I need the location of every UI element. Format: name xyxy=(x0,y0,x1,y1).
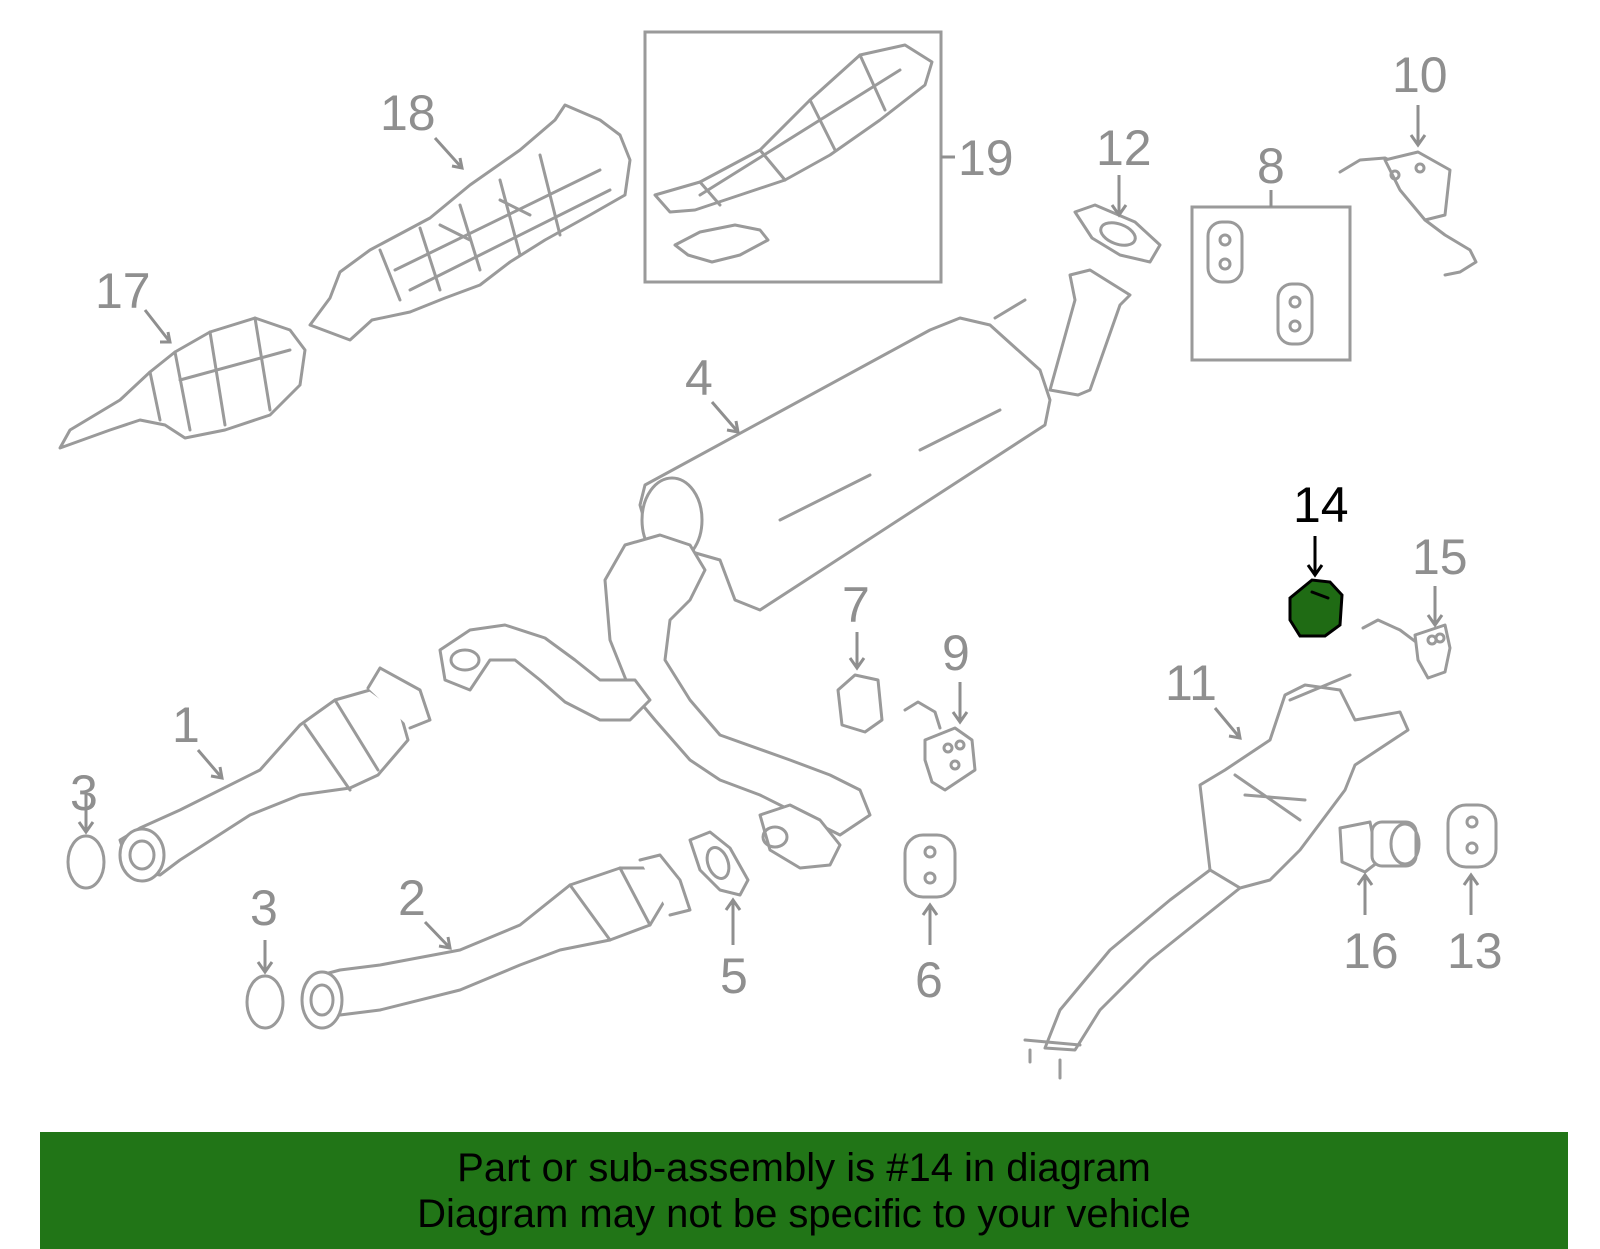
callout-17[interactable]: 17 xyxy=(95,263,151,319)
part-8-hangers[interactable] xyxy=(1206,220,1314,346)
part-15-bracket[interactable] xyxy=(1361,618,1452,680)
part-1-front-pipe[interactable] xyxy=(118,666,432,883)
callout-2[interactable]: 2 xyxy=(398,870,426,926)
part-6-hanger[interactable] xyxy=(903,833,957,899)
callout-1[interactable]: 1 xyxy=(172,697,200,753)
leader-12 xyxy=(1110,175,1128,218)
part-3-gasket-lower[interactable] xyxy=(245,974,285,1030)
leader-13 xyxy=(1462,872,1480,915)
callout-16[interactable]: 16 xyxy=(1343,923,1399,979)
part-13-hanger[interactable] xyxy=(1446,803,1498,869)
leader-2 xyxy=(423,920,452,950)
part-5-gasket[interactable] xyxy=(688,830,750,897)
leader-6 xyxy=(921,902,939,945)
leader-9 xyxy=(951,682,969,725)
part-16-adapter[interactable] xyxy=(1338,820,1421,874)
part-11-rear-muffler[interactable] xyxy=(1023,673,1410,1080)
callout-13[interactable]: 13 xyxy=(1447,923,1503,979)
part-3-gasket-upper[interactable] xyxy=(66,834,106,890)
part-2-front-pipe[interactable] xyxy=(300,853,692,1030)
part-18-heat-shield[interactable] xyxy=(308,103,632,342)
leader-16 xyxy=(1356,872,1374,915)
leader-15 xyxy=(1426,586,1444,628)
leader-1 xyxy=(196,749,224,780)
callout-4[interactable]: 4 xyxy=(685,350,713,406)
part-12-gasket[interactable] xyxy=(1073,203,1162,264)
leader-7 xyxy=(848,632,866,671)
part-14-detail xyxy=(1310,590,1330,600)
banner-line-1: Part or sub-assembly is #14 in diagram xyxy=(457,1145,1151,1190)
part-14-bushing[interactable] xyxy=(1288,578,1344,638)
info-banner: Part or sub-assembly is #14 in diagram D… xyxy=(40,1132,1568,1249)
callout-11[interactable]: 11 xyxy=(1165,655,1217,711)
leader-3-lower xyxy=(256,940,274,975)
leader-14 xyxy=(1306,536,1324,578)
callout-19[interactable]: 19 xyxy=(958,130,1014,186)
callout-7[interactable]: 7 xyxy=(842,577,870,633)
callout-12[interactable]: 12 xyxy=(1096,120,1152,176)
leader-5 xyxy=(724,897,742,945)
leader-11 xyxy=(1213,707,1242,740)
callout-3-upper[interactable]: 3 xyxy=(70,765,98,821)
callout-6[interactable]: 6 xyxy=(915,952,943,1008)
leader-4 xyxy=(710,401,740,434)
callout-9[interactable]: 9 xyxy=(942,625,970,681)
part-10-bracket[interactable] xyxy=(1338,150,1478,277)
callout-8[interactable]: 8 xyxy=(1257,138,1285,194)
callout-10[interactable]: 10 xyxy=(1392,47,1448,103)
callout-15[interactable]: 15 xyxy=(1412,529,1468,585)
banner-line-2: Diagram may not be specific to your vehi… xyxy=(417,1191,1191,1236)
callout-3-lower[interactable]: 3 xyxy=(250,880,278,936)
part-9-bracket[interactable] xyxy=(903,700,977,792)
part-4-muffler[interactable] xyxy=(438,268,1132,870)
part-17-heat-shield[interactable] xyxy=(58,316,307,450)
leader-3-upper xyxy=(77,792,95,835)
leader-10 xyxy=(1409,105,1427,148)
callout-14[interactable]: 14 xyxy=(1293,477,1349,533)
part-7-bushing[interactable] xyxy=(836,673,884,734)
callout-5[interactable]: 5 xyxy=(720,948,748,1004)
part-19-heat-shield[interactable] xyxy=(653,43,934,264)
leader-17 xyxy=(143,309,172,344)
leader-18 xyxy=(433,136,464,170)
callout-18[interactable]: 18 xyxy=(380,85,436,141)
